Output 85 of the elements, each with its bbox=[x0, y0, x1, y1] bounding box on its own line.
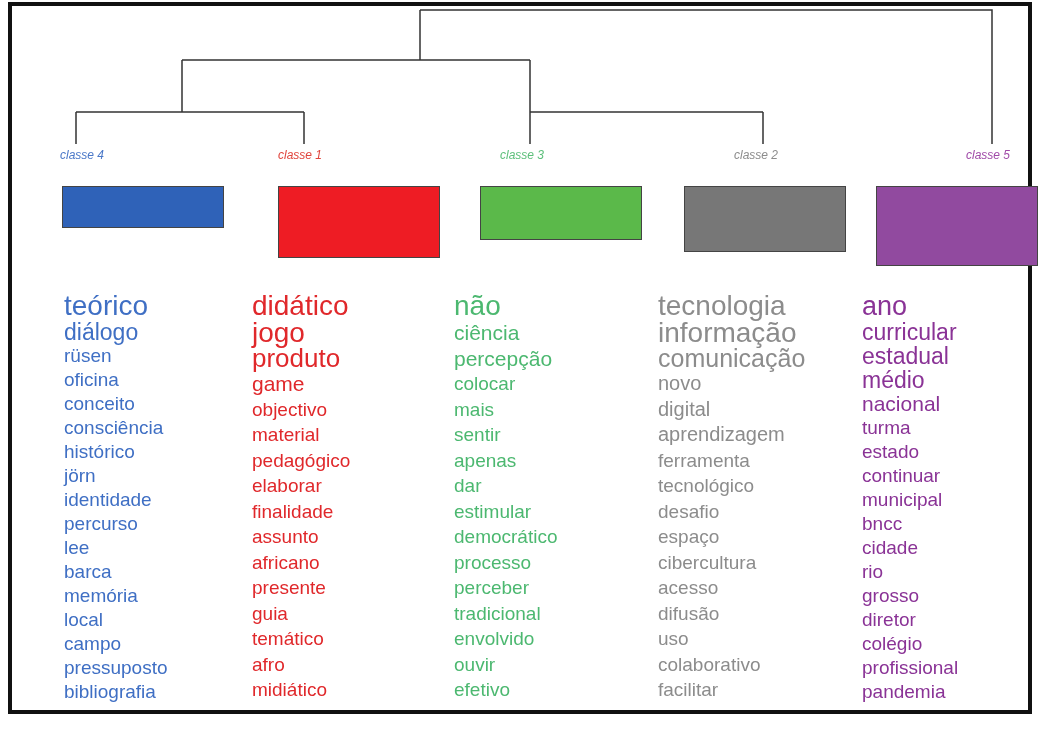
keyword-text: profissional bbox=[862, 656, 959, 680]
keyword-text: lee bbox=[64, 536, 91, 560]
keyword-text: municipal bbox=[862, 488, 944, 512]
keyword-text: efetivo bbox=[454, 678, 511, 702]
keyword-text: rio bbox=[862, 560, 885, 584]
keyword-text: não bbox=[454, 292, 502, 320]
keyword-text: mais bbox=[454, 397, 496, 422]
keyword-text: digital bbox=[658, 396, 712, 422]
keyword-text: elaborar bbox=[252, 474, 323, 498]
keyword-text: médio bbox=[862, 368, 926, 392]
keyword-text: tecnologia bbox=[658, 292, 787, 320]
keyword-text: conceito bbox=[64, 392, 136, 416]
keyword-text: estado bbox=[862, 440, 921, 464]
keyword-text: temático bbox=[252, 627, 325, 651]
keyword-text: nacional bbox=[862, 392, 942, 416]
class-label: classe 5 bbox=[966, 148, 1011, 162]
keyword-text: colocar bbox=[454, 372, 517, 396]
keyword-text: aprendizagem bbox=[658, 422, 786, 447]
keyword-text: percurso bbox=[64, 512, 139, 536]
keyword-text: diálogo bbox=[64, 320, 140, 344]
keyword-text: sentir bbox=[454, 423, 502, 447]
keyword-text: game bbox=[252, 372, 306, 397]
keyword-text: acesso bbox=[658, 576, 720, 600]
class-label: classe 4 bbox=[60, 148, 105, 162]
keyword-text: guia bbox=[252, 601, 289, 626]
keyword-text: pressuposto bbox=[64, 656, 168, 680]
class-label: classe 1 bbox=[278, 148, 323, 162]
keyword-text: estimular bbox=[454, 499, 533, 524]
keyword-text: espaço bbox=[658, 525, 721, 549]
keyword-text: jörn bbox=[64, 464, 97, 488]
keyword-text: identidade bbox=[64, 488, 153, 512]
keyword-text: bibliografia bbox=[64, 680, 157, 704]
class-label: classe 2 bbox=[734, 148, 779, 162]
keyword-text: curricular bbox=[862, 320, 958, 344]
keyword-text: afro bbox=[252, 652, 286, 677]
keyword-text: colaborativo bbox=[658, 652, 762, 677]
keyword-text: ano bbox=[862, 292, 909, 320]
keyword-text: objectivo bbox=[252, 397, 328, 422]
keyword-text: estadual bbox=[862, 344, 950, 368]
keyword-text: teórico bbox=[64, 292, 150, 320]
keyword-text: assunto bbox=[252, 525, 320, 549]
keyword-text: africano bbox=[252, 550, 321, 575]
keyword-text: perceber bbox=[454, 576, 530, 600]
keyword-text: ferramenta bbox=[658, 448, 751, 473]
keyword-text: barca bbox=[64, 560, 113, 584]
keyword-text: dar bbox=[454, 474, 483, 498]
keyword-text: novo bbox=[658, 372, 703, 396]
keyword-text: grosso bbox=[862, 584, 921, 608]
keyword-text: turma bbox=[862, 416, 912, 440]
keyword-text: material bbox=[252, 423, 321, 447]
keyword-text: continuar bbox=[862, 464, 942, 488]
keyword-text: histórico bbox=[64, 440, 136, 464]
keyword-text: envolvido bbox=[454, 627, 536, 651]
keyword-text: presente bbox=[252, 576, 327, 600]
keyword-text: facilitar bbox=[658, 678, 720, 702]
keyword-text: apenas bbox=[454, 448, 518, 473]
keyword-text: memória bbox=[64, 584, 139, 608]
keyword-text: jogo bbox=[252, 320, 306, 346]
keyword-text: colégio bbox=[862, 632, 924, 656]
keyword-text: rüsen bbox=[64, 345, 113, 368]
keyword-text: diretor bbox=[862, 608, 917, 632]
keyword-text: difusão bbox=[658, 601, 721, 626]
keyword-text: pandemia bbox=[862, 680, 947, 704]
keyword-text: cidade bbox=[862, 536, 919, 560]
keyword-text: ouvir bbox=[454, 652, 497, 677]
keyword-text: consciência bbox=[64, 416, 165, 440]
keyword-text: oficina bbox=[64, 368, 120, 392]
keyword-text: informação bbox=[658, 320, 798, 346]
keyword-text: democrático bbox=[454, 525, 558, 549]
keyword-text: processo bbox=[454, 550, 533, 575]
keyword-text: uso bbox=[658, 627, 690, 651]
keyword-text: ciência bbox=[454, 320, 521, 346]
keyword-text: tecnológico bbox=[658, 474, 756, 498]
keyword-text: percepção bbox=[454, 345, 554, 371]
keyword-text: didático bbox=[252, 292, 350, 320]
keyword-text: pedagógico bbox=[252, 448, 351, 473]
keyword-text: bncc bbox=[862, 512, 904, 536]
keyword-text: tradicional bbox=[454, 601, 542, 626]
keyword-text: desafio bbox=[658, 499, 721, 524]
keyword-text: finalidade bbox=[252, 499, 335, 524]
keyword-text: local bbox=[64, 608, 105, 632]
keyword-text: cibercultura bbox=[658, 550, 758, 575]
class-label: classe 3 bbox=[500, 148, 545, 162]
keyword-text: midiático bbox=[252, 678, 328, 702]
keyword-text: campo bbox=[64, 632, 123, 656]
